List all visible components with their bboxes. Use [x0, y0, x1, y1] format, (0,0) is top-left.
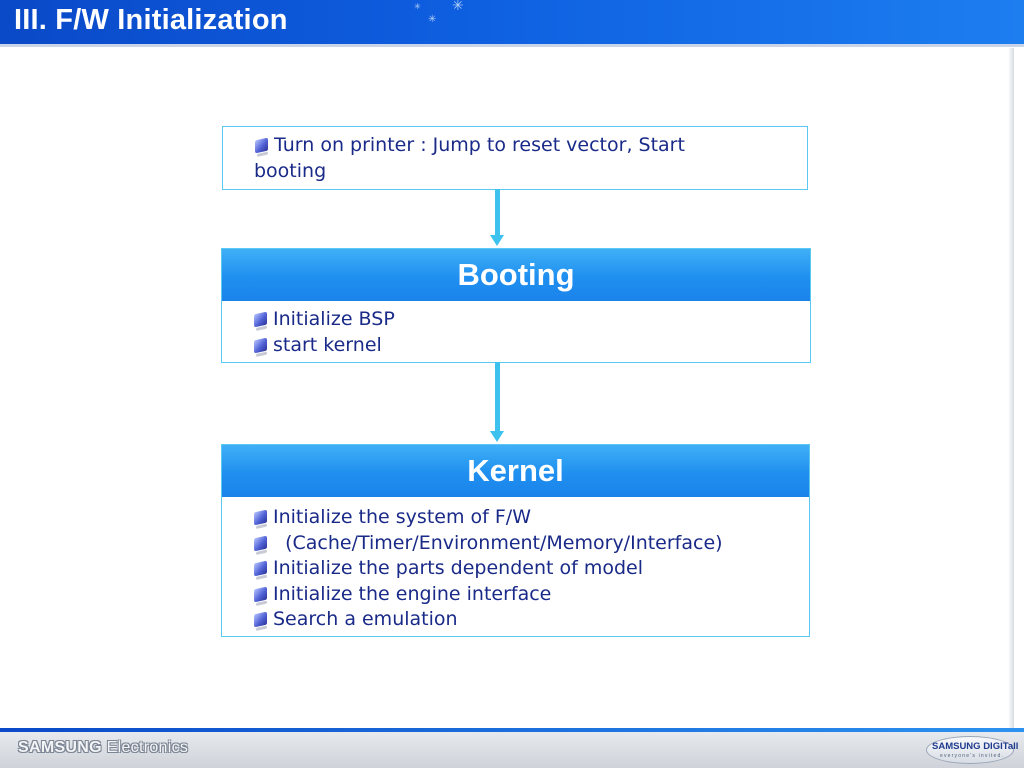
kernel-heading: Kernel	[222, 445, 809, 497]
bullet-icon	[254, 337, 267, 354]
logo-tagline: everyone's invited.	[940, 753, 1005, 759]
kernel-list: Initialize the system of F/W (Cache/Time…	[254, 505, 723, 633]
list-item: Initialize the system of F/W	[254, 505, 723, 531]
list-item: start kernel	[254, 333, 395, 359]
list-item: Search a emulation	[254, 607, 723, 633]
booting-heading: Booting	[222, 249, 810, 301]
power-on-text: Turn on printer : Jump to reset vector, …	[274, 134, 685, 156]
booting-list: Initialize BSP start kernel	[254, 307, 395, 358]
slide-edge-shadow	[1008, 48, 1014, 728]
brand-name: SAMSUNG	[18, 739, 102, 756]
bullet-icon	[254, 311, 267, 328]
footer-bar	[0, 728, 1024, 768]
arrow-head-icon	[490, 235, 504, 246]
sparkle-icon: ✳	[414, 2, 421, 11]
flow-arrow	[495, 189, 500, 236]
title-underline	[0, 44, 1024, 47]
kernel-box: Kernel Initialize the system of F/W (Cac…	[221, 444, 810, 637]
power-on-text-continued: booting	[254, 159, 327, 182]
sparkle-icon: ✳	[452, 0, 464, 14]
footer-divider	[0, 728, 1024, 732]
power-on-box: Turn on printer : Jump to reset vector, …	[222, 126, 808, 190]
logo-text: SAMSUNG DIGITall	[932, 741, 1019, 752]
sparkle-icon: ✳	[428, 14, 437, 25]
list-item: Initialize the parts dependent of model	[254, 556, 723, 582]
bullet-icon	[254, 535, 267, 552]
bullet-icon	[254, 509, 267, 526]
arrow-head-icon	[490, 431, 504, 442]
bullet-icon	[255, 137, 268, 154]
company-brand: SAMSUNG Electronics	[18, 739, 188, 757]
list-item: Initialize BSP	[254, 307, 395, 333]
flow-arrow	[495, 362, 500, 432]
list-item: (Cache/Timer/Environment/Memory/Interfac…	[254, 531, 723, 557]
booting-box: Booting Initialize BSP start kernel	[221, 248, 811, 363]
list-item: Initialize the engine interface	[254, 582, 723, 608]
logo-oval	[926, 736, 1014, 764]
slide-title: III. F/W Initialization	[14, 4, 288, 36]
bullet-icon	[254, 586, 267, 603]
samsung-digitall-logo: SAMSUNG DIGITall everyone's invited.	[926, 736, 1018, 764]
title-bar: III. F/W Initialization ✳ ✳ ✳	[0, 0, 1024, 47]
brand-division: Electronics	[106, 739, 189, 756]
bullet-icon	[254, 611, 267, 628]
bullet-icon	[254, 560, 267, 577]
